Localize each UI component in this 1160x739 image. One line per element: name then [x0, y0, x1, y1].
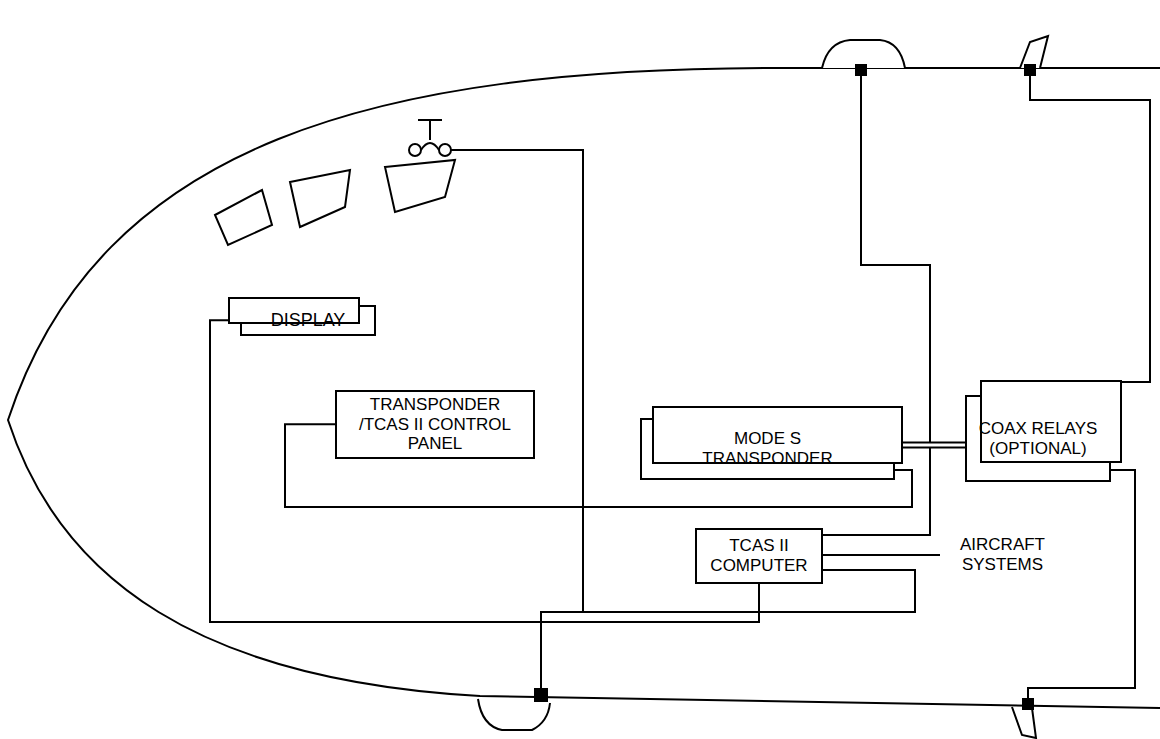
probe-cable	[451, 150, 583, 612]
antenna-mount	[534, 688, 548, 702]
transponder-unit: MODE S TRANSPONDER	[640, 418, 895, 480]
display-unit: DISPLAY	[240, 305, 376, 336]
systems-bus	[820, 554, 940, 556]
antenna-cable	[541, 570, 915, 690]
antenna-cable	[1030, 76, 1150, 382]
fuselage-outline	[8, 68, 1160, 708]
box-label: TCAS II COMPUTER	[703, 536, 815, 575]
text-stack: TCAS II COMPUTER	[703, 536, 815, 575]
cable-group	[895, 445, 965, 446]
text-stack: DISPLAY	[248, 310, 368, 331]
text-stack: COAX RELAYS (OPTIONAL)	[973, 419, 1103, 458]
probe-symbol	[409, 120, 451, 156]
top-antenna	[822, 40, 905, 68]
antenna-cable	[1028, 470, 1135, 700]
control-panel: TRANSPONDER /TCAS II CONTROL PANEL	[335, 390, 535, 459]
antenna-mount	[1022, 698, 1034, 710]
cockpit-window	[215, 190, 272, 245]
box-label: DISPLAY	[248, 310, 368, 331]
cockpit-window	[385, 160, 455, 212]
cable-gap	[895, 444, 965, 447]
relay-unit: COAX RELAYS (OPTIONAL)	[965, 395, 1111, 482]
antenna-mount	[1024, 64, 1036, 76]
bottom-antenna	[478, 699, 550, 730]
text-stack: TRANSPONDER /TCAS II CONTROL PANEL	[344, 395, 526, 454]
bottom-fin-antenna	[1012, 707, 1036, 738]
top-fin-antenna	[1020, 36, 1048, 68]
text-stack: MODE S TRANSPONDER	[698, 429, 838, 468]
antenna-mount	[855, 64, 867, 76]
system-label: AIRCRAFT SYSTEMS	[945, 535, 1060, 574]
coax-cable	[895, 442, 965, 449]
box-label: TRANSPONDER /TCAS II CONTROL PANEL	[344, 395, 526, 454]
box-label: COAX RELAYS (OPTIONAL)	[973, 419, 1103, 458]
box-label: MODE S TRANSPONDER	[698, 429, 838, 468]
computer-unit: TCAS II COMPUTER	[695, 528, 823, 584]
cockpit-window	[290, 170, 350, 227]
